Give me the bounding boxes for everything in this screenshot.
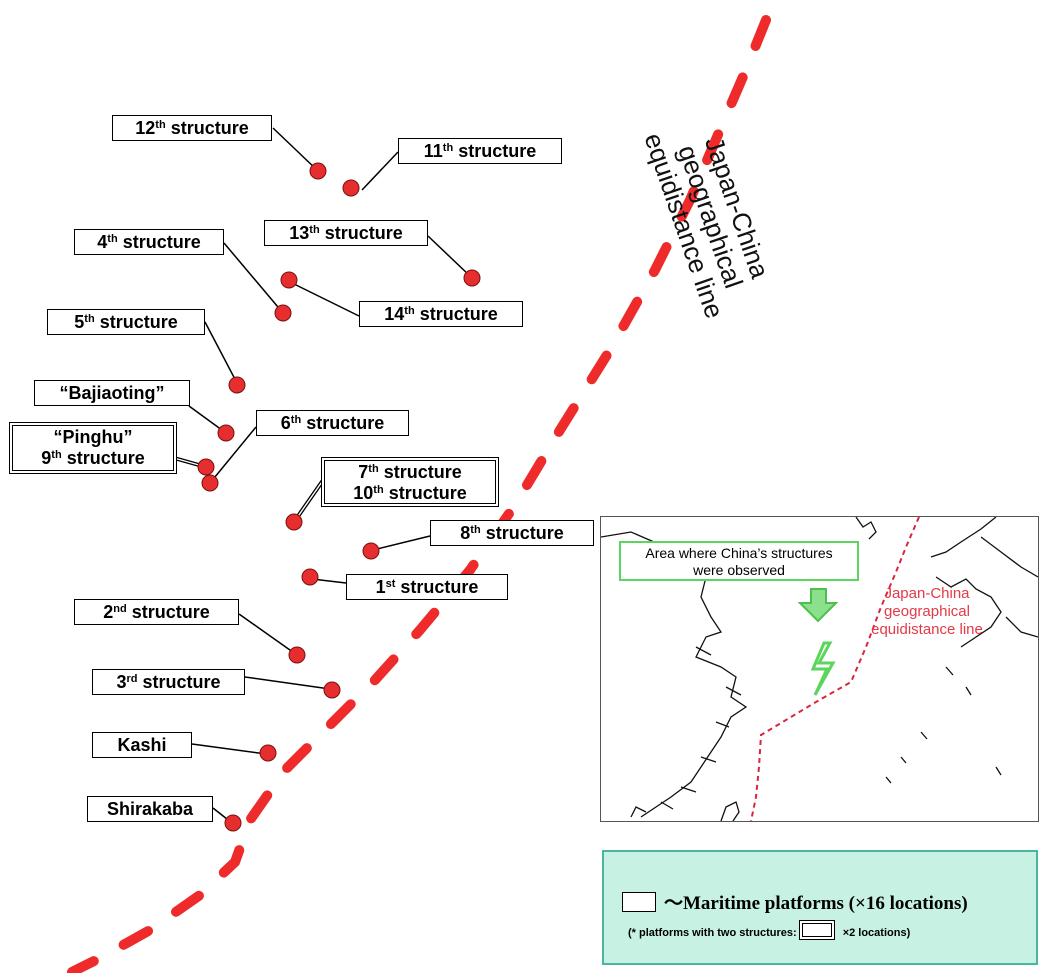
leader-line bbox=[427, 235, 471, 277]
label-11th-structure: 11th structure bbox=[398, 138, 562, 164]
inset-eq-line1: Japan-China bbox=[884, 585, 970, 602]
inset-equidistance-line bbox=[750, 517, 920, 821]
marker-s11 bbox=[342, 179, 360, 197]
label-bajiaoting: “Bajiaoting” bbox=[34, 380, 190, 406]
label-kashi: Kashi bbox=[92, 732, 192, 758]
label-1st-structure: 1st structure bbox=[346, 574, 508, 600]
marker-s7_10 bbox=[285, 513, 303, 531]
legend-main-text: ～Maritime platforms (×16 locations) bbox=[664, 893, 968, 914]
pinghu-line2: 9th structure bbox=[41, 448, 145, 468]
label-pinghu-9th-structure: “Pinghu” 9th structure bbox=[9, 422, 177, 474]
label-2nd-structure: 2nd structure bbox=[74, 599, 239, 625]
marker-pinghu bbox=[197, 458, 215, 476]
leader-line bbox=[372, 535, 431, 551]
label-3rd-structure: 3rd structure bbox=[92, 669, 245, 695]
leader-line bbox=[244, 676, 331, 690]
legend-sub-suffix: ×2 locations) bbox=[842, 927, 911, 939]
marker-s12 bbox=[309, 162, 327, 180]
marker-s1 bbox=[301, 568, 319, 586]
marker-kashi bbox=[259, 744, 277, 762]
area-text-1: Area where China’s structures bbox=[645, 545, 833, 561]
label-8th-structure: 8th structure bbox=[430, 520, 594, 546]
label-13th-structure: 13th structure bbox=[264, 220, 428, 246]
marker-s14 bbox=[280, 271, 298, 289]
label-12th-structure: 12th structure bbox=[112, 115, 272, 141]
legend-main-line: ～Maritime platforms (×16 locations) bbox=[622, 888, 968, 915]
marker-s2 bbox=[288, 646, 306, 664]
leader-line bbox=[204, 321, 238, 384]
marker-s8 bbox=[362, 542, 380, 560]
marker-s13 bbox=[463, 269, 481, 287]
label-5th-structure: 5th structure bbox=[47, 309, 205, 335]
leader-lines bbox=[173, 127, 471, 824]
marker-shirakaba bbox=[224, 814, 242, 832]
pinghu-line1: “Pinghu” bbox=[53, 427, 133, 447]
inset-map-canvas bbox=[601, 517, 1038, 821]
leader-line bbox=[293, 475, 327, 523]
legend-sub-prefix: (* platforms with two structures: bbox=[628, 927, 797, 939]
leader-line bbox=[238, 613, 298, 656]
single-platform-icon bbox=[622, 892, 656, 912]
marker-s5 bbox=[228, 376, 246, 394]
legend-sub-line: (* platforms with two structures: ×2 loca… bbox=[628, 920, 910, 940]
inset-eq-line2: geographical bbox=[884, 603, 970, 620]
structure-area-icon bbox=[810, 641, 836, 696]
double-platform-icon bbox=[798, 920, 835, 940]
label-7th-10th-structure: 7th structure 10th structure bbox=[321, 457, 499, 507]
inset-equidistance-label: Japan-China geographical equidistance li… bbox=[857, 585, 997, 639]
structure-markers bbox=[197, 162, 481, 832]
legend-box: ～Maritime platforms (×16 locations) (* p… bbox=[602, 850, 1038, 965]
down-arrow-icon bbox=[797, 588, 839, 623]
leader-line bbox=[272, 127, 319, 172]
label-4th-structure: 4th structure bbox=[74, 229, 224, 255]
marker-s4 bbox=[274, 304, 292, 322]
equidistance-dashed-line bbox=[67, 15, 771, 973]
s7-line: 7th structure bbox=[358, 462, 462, 482]
coastline-korea-japan bbox=[720, 517, 1038, 821]
marker-bajiaoting bbox=[217, 424, 235, 442]
area-text-2: were observed bbox=[693, 562, 785, 578]
label-14th-structure: 14th structure bbox=[359, 301, 523, 327]
marker-s6 bbox=[201, 474, 219, 492]
inset-map: Area where China’s structures were obser… bbox=[600, 516, 1039, 822]
area-observed-box: Area where China’s structures were obser… bbox=[619, 541, 859, 581]
equidistance-line-path bbox=[67, 15, 771, 973]
leader-line bbox=[191, 743, 267, 755]
marker-s3 bbox=[323, 681, 341, 699]
label-shirakaba: Shirakaba bbox=[87, 796, 213, 822]
inset-eq-line3: equidistance line bbox=[871, 621, 983, 638]
s10-line: 10th structure bbox=[353, 483, 467, 503]
leader-line bbox=[209, 426, 257, 484]
leader-line bbox=[291, 282, 360, 317]
leader-line bbox=[361, 151, 399, 191]
leader-line bbox=[223, 242, 284, 314]
label-6th-structure: 6th structure bbox=[256, 410, 409, 436]
